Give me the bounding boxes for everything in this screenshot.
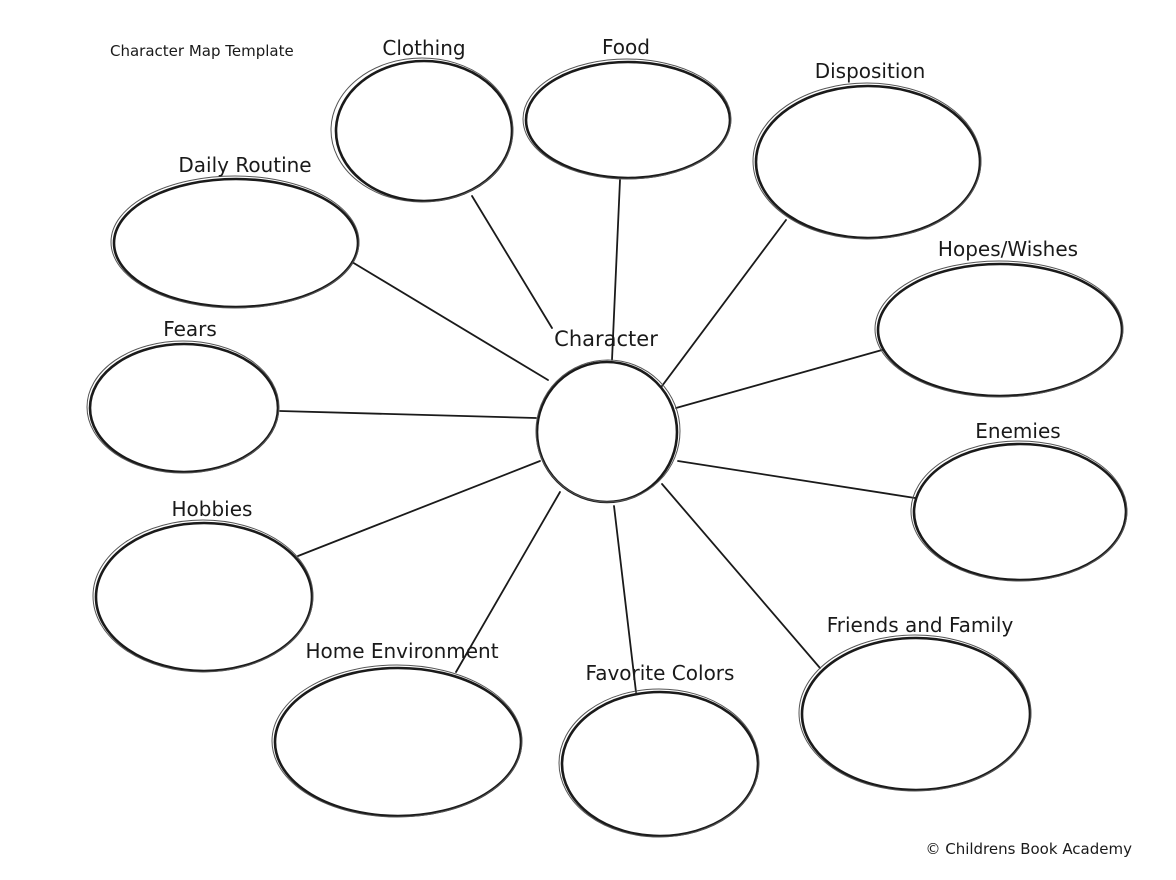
bubble-fears-shape [88, 342, 280, 474]
bubble-disposition-shape [754, 84, 982, 240]
center-circle [535, 360, 679, 504]
bubble-food-label: Food [602, 35, 650, 59]
bubble-favorite-colors-shape [560, 690, 760, 838]
bubble-food: Food [522, 35, 732, 180]
bubble-hobbies-outline [92, 519, 314, 673]
spoke-fears [279, 410, 537, 419]
bubble-disposition: Disposition [752, 59, 982, 240]
center-circle-outline [535, 359, 681, 503]
bubble-hobbies-label: Hobbies [172, 497, 253, 521]
page-title: Character Map Template [110, 42, 294, 60]
spoke-clothing [471, 195, 553, 329]
bubble-enemies-label: Enemies [975, 419, 1060, 443]
bubble-friends-and-family: Friends and Family [798, 613, 1032, 792]
spokes [279, 179, 916, 693]
spoke-disposition [661, 219, 787, 387]
spoke-friends-and-family [661, 483, 821, 669]
bubble-friends-and-family-outline [798, 634, 1032, 792]
bubble-enemies: Enemies [910, 419, 1128, 582]
spoke-enemies [677, 460, 916, 499]
bubble-hobbies-shape [94, 521, 314, 673]
bubble-clothing-outline [330, 57, 514, 203]
spoke-favorite-colors [613, 505, 637, 693]
bubble-home-environment-label: Home Environment [305, 639, 498, 663]
bubble-fears-label: Fears [163, 317, 217, 341]
bubble-enemies-shape [912, 442, 1128, 582]
bubble-fears-outline [86, 340, 280, 474]
bubble-enemies-outline [910, 440, 1128, 582]
bubble-clothing: Clothing [330, 36, 514, 203]
bubble-home-environment: Home Environment [271, 639, 523, 818]
spoke-food [611, 179, 621, 361]
bubble-daily-routine-outline [110, 175, 360, 309]
spoke-home-environment [455, 491, 561, 673]
bubble-friends-and-family-label: Friends and Family [827, 613, 1014, 637]
bubble-daily-routine: Daily Routine [110, 153, 360, 309]
bubble-disposition-label: Disposition [815, 59, 926, 83]
bubble-fears: Fears [86, 317, 280, 474]
bubble-daily-routine-shape [112, 177, 360, 309]
bubble-hobbies: Hobbies [92, 497, 314, 673]
center-node: Character [535, 327, 681, 504]
bubble-home-environment-outline [271, 664, 523, 818]
spoke-daily-routine [351, 261, 549, 381]
copyright-text: © Childrens Book Academy [925, 840, 1132, 858]
bubble-favorite-colors: Favorite Colors [558, 661, 760, 838]
bubble-hopes-wishes-shape [876, 262, 1124, 398]
bubble-favorite-colors-label: Favorite Colors [586, 661, 735, 685]
spoke-hopes-wishes [675, 349, 883, 409]
center-label: Character [554, 327, 658, 351]
bubble-daily-routine-label: Daily Routine [178, 153, 311, 177]
bubble-disposition-outline [752, 82, 982, 240]
bubble-clothing-shape [334, 59, 514, 203]
bubble-hopes-wishes: Hopes/Wishes [874, 237, 1124, 398]
bubble-hopes-wishes-label: Hopes/Wishes [938, 237, 1078, 261]
spoke-hobbies [297, 460, 541, 557]
bubble-home-environment-shape [273, 666, 523, 818]
bubble-food-outline [522, 58, 732, 180]
bubble-clothing-label: Clothing [382, 36, 465, 60]
bubble-food-shape [524, 60, 732, 180]
bubble-hopes-wishes-outline [874, 260, 1124, 398]
bubble-favorite-colors-outline [558, 688, 760, 838]
bubble-friends-and-family-shape [800, 636, 1032, 792]
